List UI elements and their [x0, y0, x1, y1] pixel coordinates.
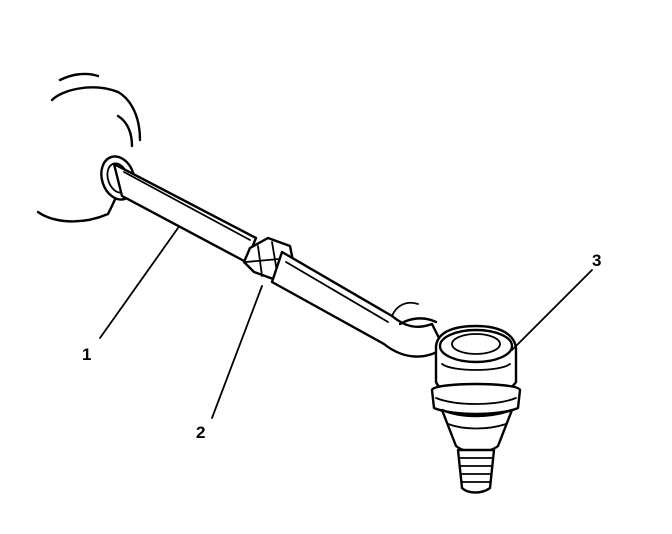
callout-label-2: 2	[196, 423, 205, 442]
leader-line-3	[511, 269, 593, 351]
leader-line-2	[211, 285, 263, 419]
tie-rod-end	[430, 324, 522, 494]
inner-tie-rod	[100, 155, 258, 264]
outer-tie-rod	[270, 250, 446, 358]
callout-label-1: 1	[82, 345, 91, 364]
leader-lines	[99, 227, 593, 419]
steering-gear-housing	[36, 72, 142, 223]
leader-line-1	[99, 227, 179, 339]
callout-label-3: 3	[592, 251, 601, 270]
